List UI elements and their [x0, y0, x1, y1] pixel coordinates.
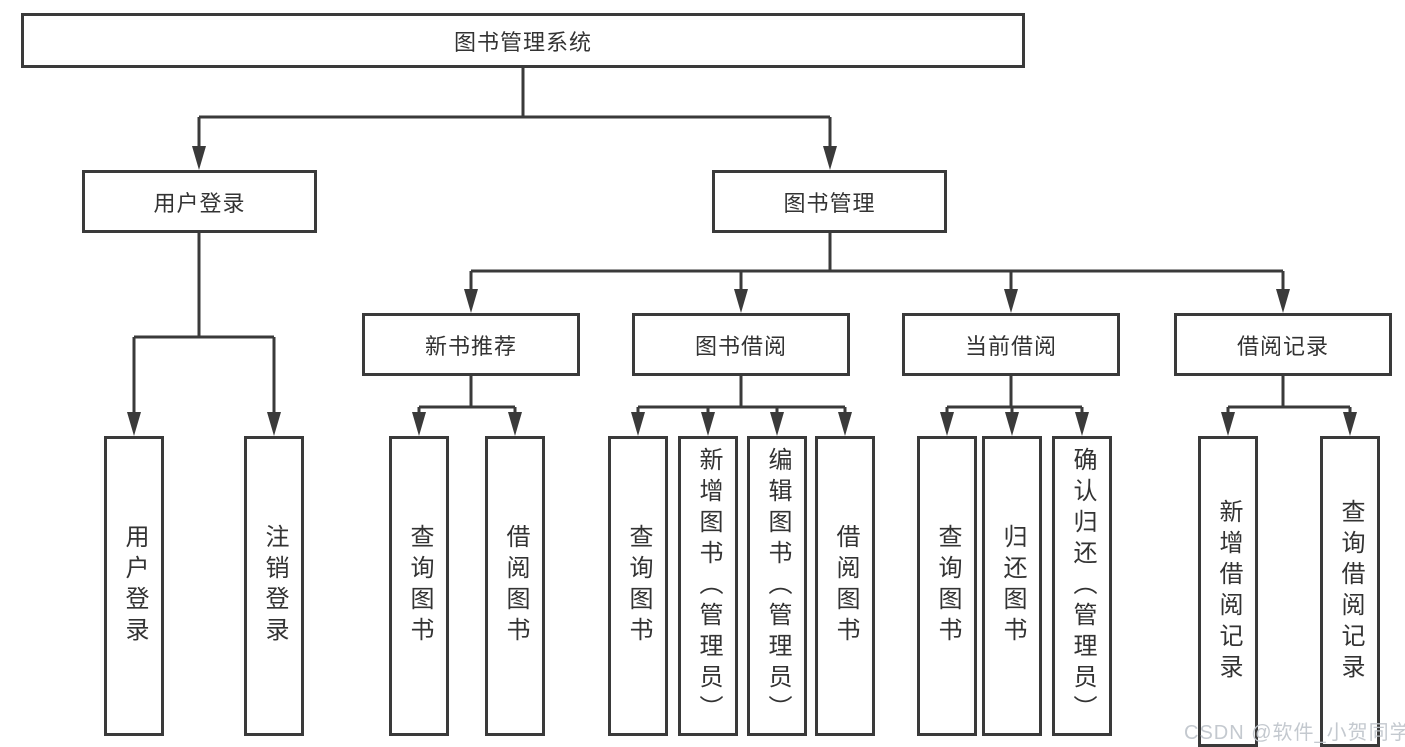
arrow-icon	[631, 412, 645, 436]
leaf-add-books-admin: 新增图书（管理员）	[678, 436, 738, 736]
node-book-management-module: 图书管理	[712, 170, 947, 233]
node-book-borrowing: 图书借阅	[632, 313, 850, 376]
connector-bookmgmt-to-level3	[469, 233, 1285, 291]
leaf-return-books: 归还图书	[982, 436, 1042, 736]
node-current-borrowing: 当前借阅	[902, 313, 1120, 376]
node-root-system: 图书管理系统	[21, 13, 1025, 68]
node-borrowing-records: 借阅记录	[1174, 313, 1392, 376]
leaf-borrow-books: 借阅图书	[815, 436, 875, 736]
arrowheads	[127, 146, 1357, 436]
arrow-icon	[1005, 412, 1019, 436]
arrow-icon	[1221, 412, 1235, 436]
arrow-icon	[701, 412, 715, 436]
connector-records-to-leaves	[1226, 376, 1352, 414]
connector-borrowing-to-leaves	[636, 376, 847, 414]
connector-userlogin-to-leaves	[132, 233, 276, 414]
arrow-icon	[770, 412, 784, 436]
leaf-user-login: 用户登录	[104, 436, 164, 736]
leaf-logout: 注销登录	[244, 436, 304, 736]
arrow-icon	[734, 289, 748, 313]
arrow-icon	[192, 146, 206, 170]
arrow-icon	[412, 412, 426, 436]
leaf-confirm-return-admin: 确认归还（管理员）	[1052, 436, 1112, 736]
arrow-icon	[1276, 289, 1290, 313]
connector-root-to-level2	[197, 68, 832, 148]
arrow-icon	[508, 412, 522, 436]
connector-current-to-leaves	[945, 376, 1084, 414]
connector-newbooks-to-leaves	[417, 376, 517, 414]
leaf-query-books-current: 查询图书	[917, 436, 977, 736]
node-user-login-module: 用户登录	[82, 170, 317, 233]
leaf-query-borrow-record: 查询借阅记录	[1320, 436, 1380, 747]
arrow-icon	[940, 412, 954, 436]
arrow-icon	[127, 412, 141, 436]
arrow-icon	[838, 412, 852, 436]
arrow-icon	[267, 412, 281, 436]
arrow-icon	[1075, 412, 1089, 436]
arrow-icon	[1343, 412, 1357, 436]
arrow-icon	[823, 146, 837, 170]
leaf-query-books-borrowing: 查询图书	[608, 436, 668, 736]
arrow-icon	[1004, 289, 1018, 313]
leaf-borrow-books-recommend: 借阅图书	[485, 436, 545, 736]
leaf-edit-books-admin: 编辑图书（管理员）	[747, 436, 807, 736]
leaf-query-books-recommend: 查询图书	[389, 436, 449, 736]
arrow-icon	[464, 289, 478, 313]
leaf-add-borrow-record: 新增借阅记录	[1198, 436, 1258, 747]
node-new-book-recommendation: 新书推荐	[362, 313, 580, 376]
csdn-watermark: CSDN @软件_小贺同学	[1184, 722, 1405, 744]
